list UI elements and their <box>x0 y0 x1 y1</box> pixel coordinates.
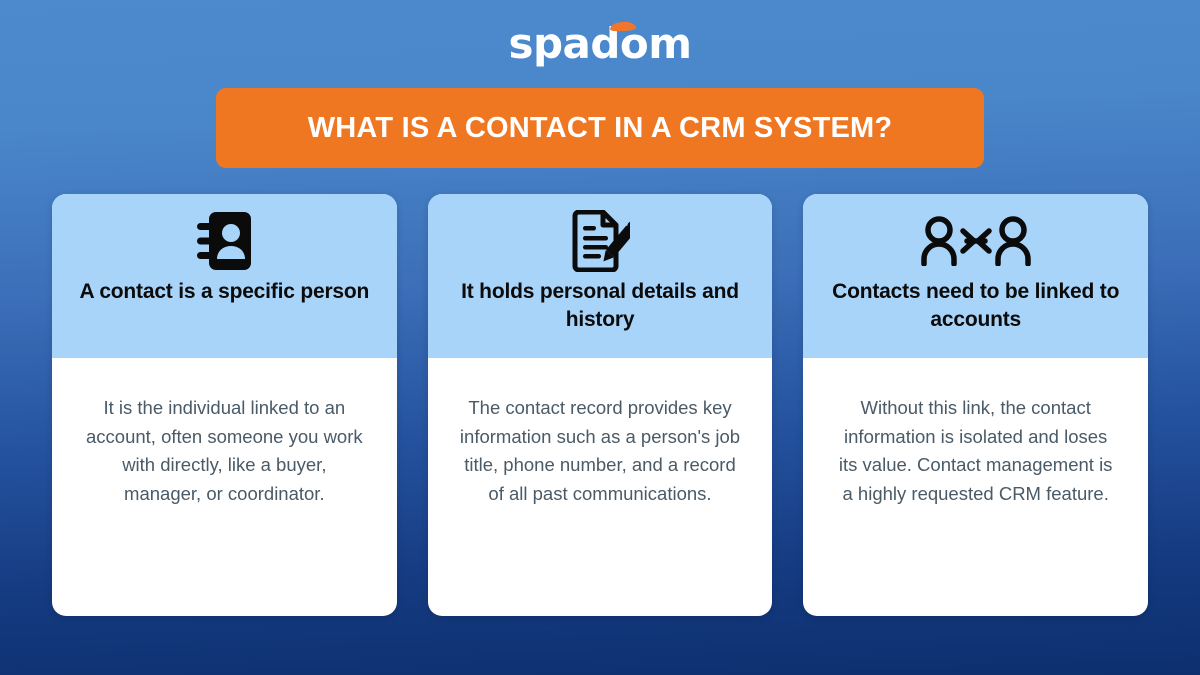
page-title-banner: WHAT IS A CONTACT IN A CRM SYSTEM? <box>216 88 984 168</box>
card-header: It holds personal details and history <box>427 194 773 358</box>
logo-lockup: spadom <box>508 21 692 65</box>
card-title: Contacts need to be linked to accounts <box>832 280 1120 331</box>
linked-people-icon <box>920 208 1032 274</box>
orange-swoosh-icon <box>609 21 636 32</box>
info-card-contact-person: A contact is a specific person It is the… <box>52 194 397 616</box>
card-header: Contacts need to be linked to accounts <box>803 194 1149 358</box>
card-header: A contact is a specific person <box>52 194 397 358</box>
card-body: The contact record provides key informat… <box>428 358 773 616</box>
card-description: It is the individual linked to an accoun… <box>86 397 363 505</box>
brand-logo: spadom <box>0 16 1200 72</box>
card-title: It holds personal details and history <box>461 280 739 331</box>
card-description: Without this link, the contact informati… <box>838 397 1113 505</box>
document-pencil-icon <box>570 208 630 274</box>
card-description: The contact record provides key informat… <box>459 397 741 505</box>
card-body: Without this link, the contact informati… <box>803 358 1148 616</box>
info-card-personal-details: It holds personal details and history Th… <box>427 194 773 616</box>
info-card-linked-accounts: Contacts need to be linked to accounts W… <box>803 194 1149 616</box>
info-card-list: A contact is a specific person It is the… <box>52 194 1149 616</box>
logo-wordmark: spadom <box>508 19 692 68</box>
address-book-icon <box>195 208 253 274</box>
page-title: WHAT IS A CONTACT IN A CRM SYSTEM? <box>307 111 893 144</box>
card-title: A contact is a specific person <box>79 280 370 303</box>
card-body: It is the individual linked to an accoun… <box>52 358 397 616</box>
